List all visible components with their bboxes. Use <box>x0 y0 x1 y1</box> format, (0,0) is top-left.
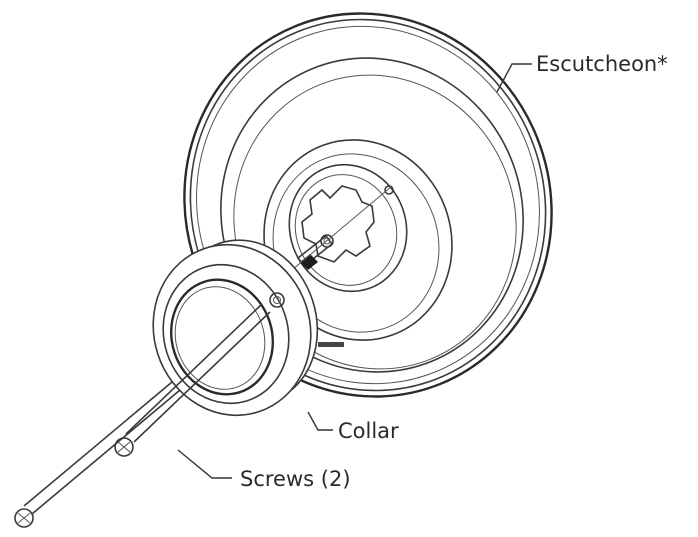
screws-leader <box>177 449 232 479</box>
logo-mark <box>318 342 344 347</box>
leader-lines <box>177 63 532 479</box>
screws-label: Screws (2) <box>240 467 351 491</box>
collar-label: Collar <box>338 419 399 443</box>
collar-leader <box>307 411 333 431</box>
collar-ring <box>152 239 319 417</box>
screw-upper <box>114 303 271 457</box>
escutcheon-leader <box>496 63 532 93</box>
screw-lower <box>14 381 181 528</box>
escutcheon-label: Escutcheon* <box>536 52 668 76</box>
valve-stem <box>291 185 393 271</box>
